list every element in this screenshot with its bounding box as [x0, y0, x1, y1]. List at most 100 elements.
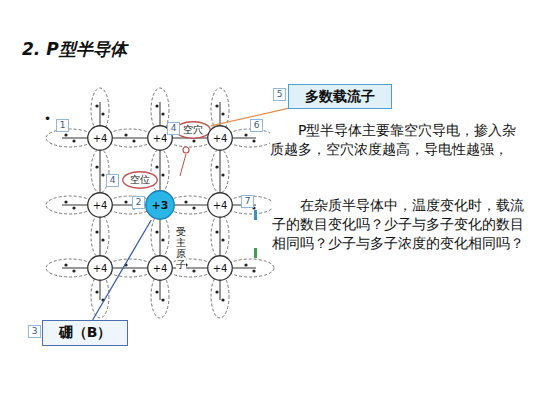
electron-dot — [95, 165, 98, 168]
electron-dot — [101, 173, 104, 176]
electron-dot — [72, 269, 75, 272]
marker-bar — [254, 248, 257, 258]
electron-dot — [221, 112, 224, 115]
term-box: 多数载流子 — [288, 84, 392, 109]
electron-dot — [64, 263, 67, 266]
covalent-bond — [46, 259, 94, 277]
covalent-bond — [91, 214, 109, 258]
node-outline — [88, 126, 113, 151]
electron-dot — [161, 298, 164, 301]
atom-circle: +4 — [207, 255, 233, 281]
electron-dot — [101, 238, 104, 241]
explanation-text: P型半导体主要靠空穴导电，掺入杂质越多，空穴浓度越高，导电性越强， — [270, 121, 522, 159]
electron-dot — [155, 165, 158, 168]
node-text: 空穴 — [183, 123, 203, 137]
electron-dot — [252, 139, 255, 142]
electron-dot — [155, 230, 158, 233]
node-outline — [208, 193, 233, 218]
electron-dot — [161, 112, 164, 115]
hole-leader — [180, 154, 186, 176]
electron-dot — [221, 173, 224, 176]
electron-dot — [95, 290, 98, 293]
electron-dot — [244, 263, 247, 266]
covalent-bond — [151, 149, 169, 193]
covalent-bond — [226, 259, 274, 277]
atom-circle: +4 — [87, 255, 113, 281]
node-text: 硼（B） — [59, 324, 112, 342]
electron-dot — [215, 230, 218, 233]
covalent-bond — [166, 259, 214, 277]
electron-dot — [72, 206, 75, 209]
node-text: 空位 — [130, 173, 150, 187]
covalent-bond — [211, 149, 229, 193]
electron-dot — [192, 206, 195, 209]
covalent-bond — [211, 214, 229, 258]
covalent-bond — [106, 259, 154, 277]
node-outline — [123, 172, 158, 189]
covalent-bond — [46, 196, 94, 214]
node-outline — [146, 191, 175, 220]
electron-dot — [72, 139, 75, 142]
electron-dot — [155, 104, 158, 107]
electron-dot — [192, 139, 195, 142]
electron-dot — [215, 290, 218, 293]
electron-dot — [124, 200, 127, 203]
electron-dot — [132, 269, 135, 272]
slide-title: 2. P型半导体 — [22, 38, 127, 61]
element-box: 硼（B） — [42, 320, 128, 346]
electron-dot — [64, 133, 67, 136]
covalent-bond — [151, 214, 169, 258]
question-text: 在杂质半导体中，温度变化时，载流子的数目变化吗？少子与多子变化的数目相同吗？少子… — [272, 196, 524, 253]
hole-label: 空穴 — [175, 121, 211, 139]
node-text: +4 — [93, 133, 108, 144]
bullet: • — [44, 112, 51, 126]
callout-number: 1 — [56, 119, 69, 132]
node-outline — [88, 193, 113, 218]
node-outline — [88, 256, 113, 281]
electron-dot — [192, 269, 195, 272]
covalent-bond — [226, 196, 274, 214]
atom-circle: +4 — [207, 192, 233, 218]
node-text: +4 — [213, 263, 228, 274]
callout-number: 6 — [250, 119, 263, 132]
callout-number: 3 — [28, 325, 41, 338]
electron-dot — [184, 200, 187, 203]
electron-dot — [221, 238, 224, 241]
callout-number: 4 — [167, 122, 180, 135]
electron-dot — [161, 173, 164, 176]
electron-dot — [252, 269, 255, 272]
node-text: +3 — [152, 199, 169, 212]
atom-circle: +4 — [147, 255, 173, 281]
leader-connector — [93, 220, 152, 320]
node-text: +4 — [153, 133, 168, 144]
node-text: +4 — [213, 200, 228, 211]
covalent-bond — [106, 129, 154, 147]
electron-dot — [221, 298, 224, 301]
covalent-bond — [46, 129, 94, 147]
node-outline — [148, 256, 173, 281]
atom-circle: +4 — [87, 125, 113, 151]
node-text: +4 — [153, 263, 168, 274]
callout-number: 5 — [273, 88, 286, 101]
node-outline — [208, 126, 233, 151]
electron-dot — [161, 238, 164, 241]
acceptor-atom: +3 — [145, 190, 175, 220]
hole-symbol — [183, 147, 189, 153]
marker-bar — [254, 210, 257, 220]
callout-number: 7 — [241, 195, 254, 208]
vacancy-label: 空位 — [122, 171, 158, 189]
callout-number: 4 — [106, 174, 119, 187]
electron-dot — [101, 112, 104, 115]
callout-number: 2 — [132, 196, 145, 209]
electron-dot — [244, 133, 247, 136]
node-outline — [176, 122, 211, 139]
node-text: +4 — [213, 133, 228, 144]
node-outline — [208, 256, 233, 281]
node-text: +4 — [93, 200, 108, 211]
atom-circle: +4 — [207, 125, 233, 151]
node-text: +4 — [93, 263, 108, 274]
electron-dot — [64, 200, 67, 203]
atom-circle: +4 — [87, 192, 113, 218]
electron-dot — [124, 133, 127, 136]
acceptor-label: 受主原子 — [176, 226, 186, 270]
